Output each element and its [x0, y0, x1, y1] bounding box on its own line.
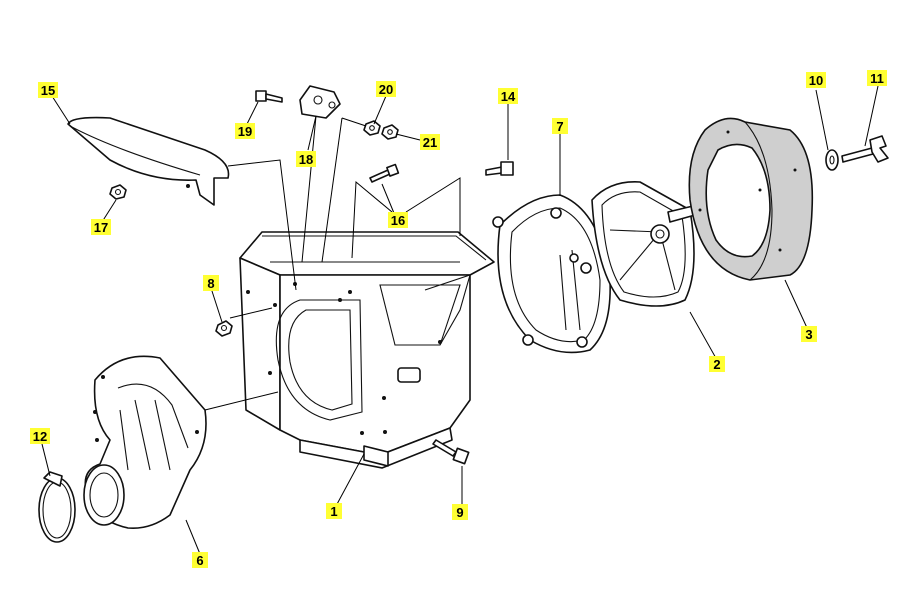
svg-text:21: 21 — [423, 135, 437, 150]
part-12-hose-clamp — [38, 471, 76, 543]
svg-text:19: 19 — [238, 124, 252, 139]
label-6: 6 — [192, 552, 208, 568]
svg-text:10: 10 — [809, 73, 823, 88]
part-15-cover-plate — [67, 116, 230, 206]
part-3-foam-filter — [688, 117, 814, 281]
svg-text:3: 3 — [805, 327, 812, 342]
part-14-bolt — [485, 161, 514, 176]
svg-text:16: 16 — [391, 213, 405, 228]
label-14: 14 — [498, 88, 518, 104]
part-1-housing — [239, 231, 495, 469]
part-19-bolt — [255, 90, 283, 103]
svg-text:6: 6 — [196, 553, 203, 568]
part-16-bolt — [369, 163, 400, 183]
label-12: 12 — [30, 428, 50, 444]
part-18-bracket — [299, 85, 341, 119]
part-21-nut — [381, 124, 399, 140]
label-20: 20 — [376, 81, 396, 97]
svg-text:12: 12 — [33, 429, 47, 444]
label-10: 10 — [806, 72, 826, 88]
part-7-gasket — [492, 194, 611, 354]
svg-text:17: 17 — [94, 220, 108, 235]
svg-text:14: 14 — [501, 89, 516, 104]
svg-text:18: 18 — [299, 152, 313, 167]
svg-text:8: 8 — [207, 276, 214, 291]
label-18: 18 — [296, 151, 316, 167]
svg-text:15: 15 — [41, 83, 55, 98]
label-3: 3 — [801, 326, 817, 342]
label-16: 16 — [388, 212, 408, 228]
svg-text:2: 2 — [713, 357, 720, 372]
part-8-nut — [215, 320, 233, 337]
part-17-nut — [109, 184, 127, 200]
part-11-wing-bolt — [841, 135, 889, 163]
svg-text:1: 1 — [330, 504, 337, 519]
label-19: 19 — [235, 123, 255, 139]
label-15: 15 — [38, 82, 58, 98]
label-17: 17 — [91, 219, 111, 235]
label-9: 9 — [452, 504, 468, 520]
part-9-bolt — [432, 439, 470, 465]
svg-text:20: 20 — [379, 82, 393, 97]
svg-text:9: 9 — [456, 505, 463, 520]
svg-text:7: 7 — [556, 119, 563, 134]
part-10-washer — [825, 149, 839, 171]
part-20-nut — [363, 120, 381, 136]
label-8: 8 — [203, 275, 219, 291]
label-11: 11 — [867, 70, 887, 86]
label-1: 1 — [326, 503, 342, 519]
part-6-intake-boot — [83, 355, 207, 530]
label-21: 21 — [420, 134, 440, 150]
label-7: 7 — [552, 118, 568, 134]
leader-lines — [41, 85, 879, 555]
svg-text:11: 11 — [870, 71, 884, 86]
label-2: 2 — [709, 356, 725, 372]
